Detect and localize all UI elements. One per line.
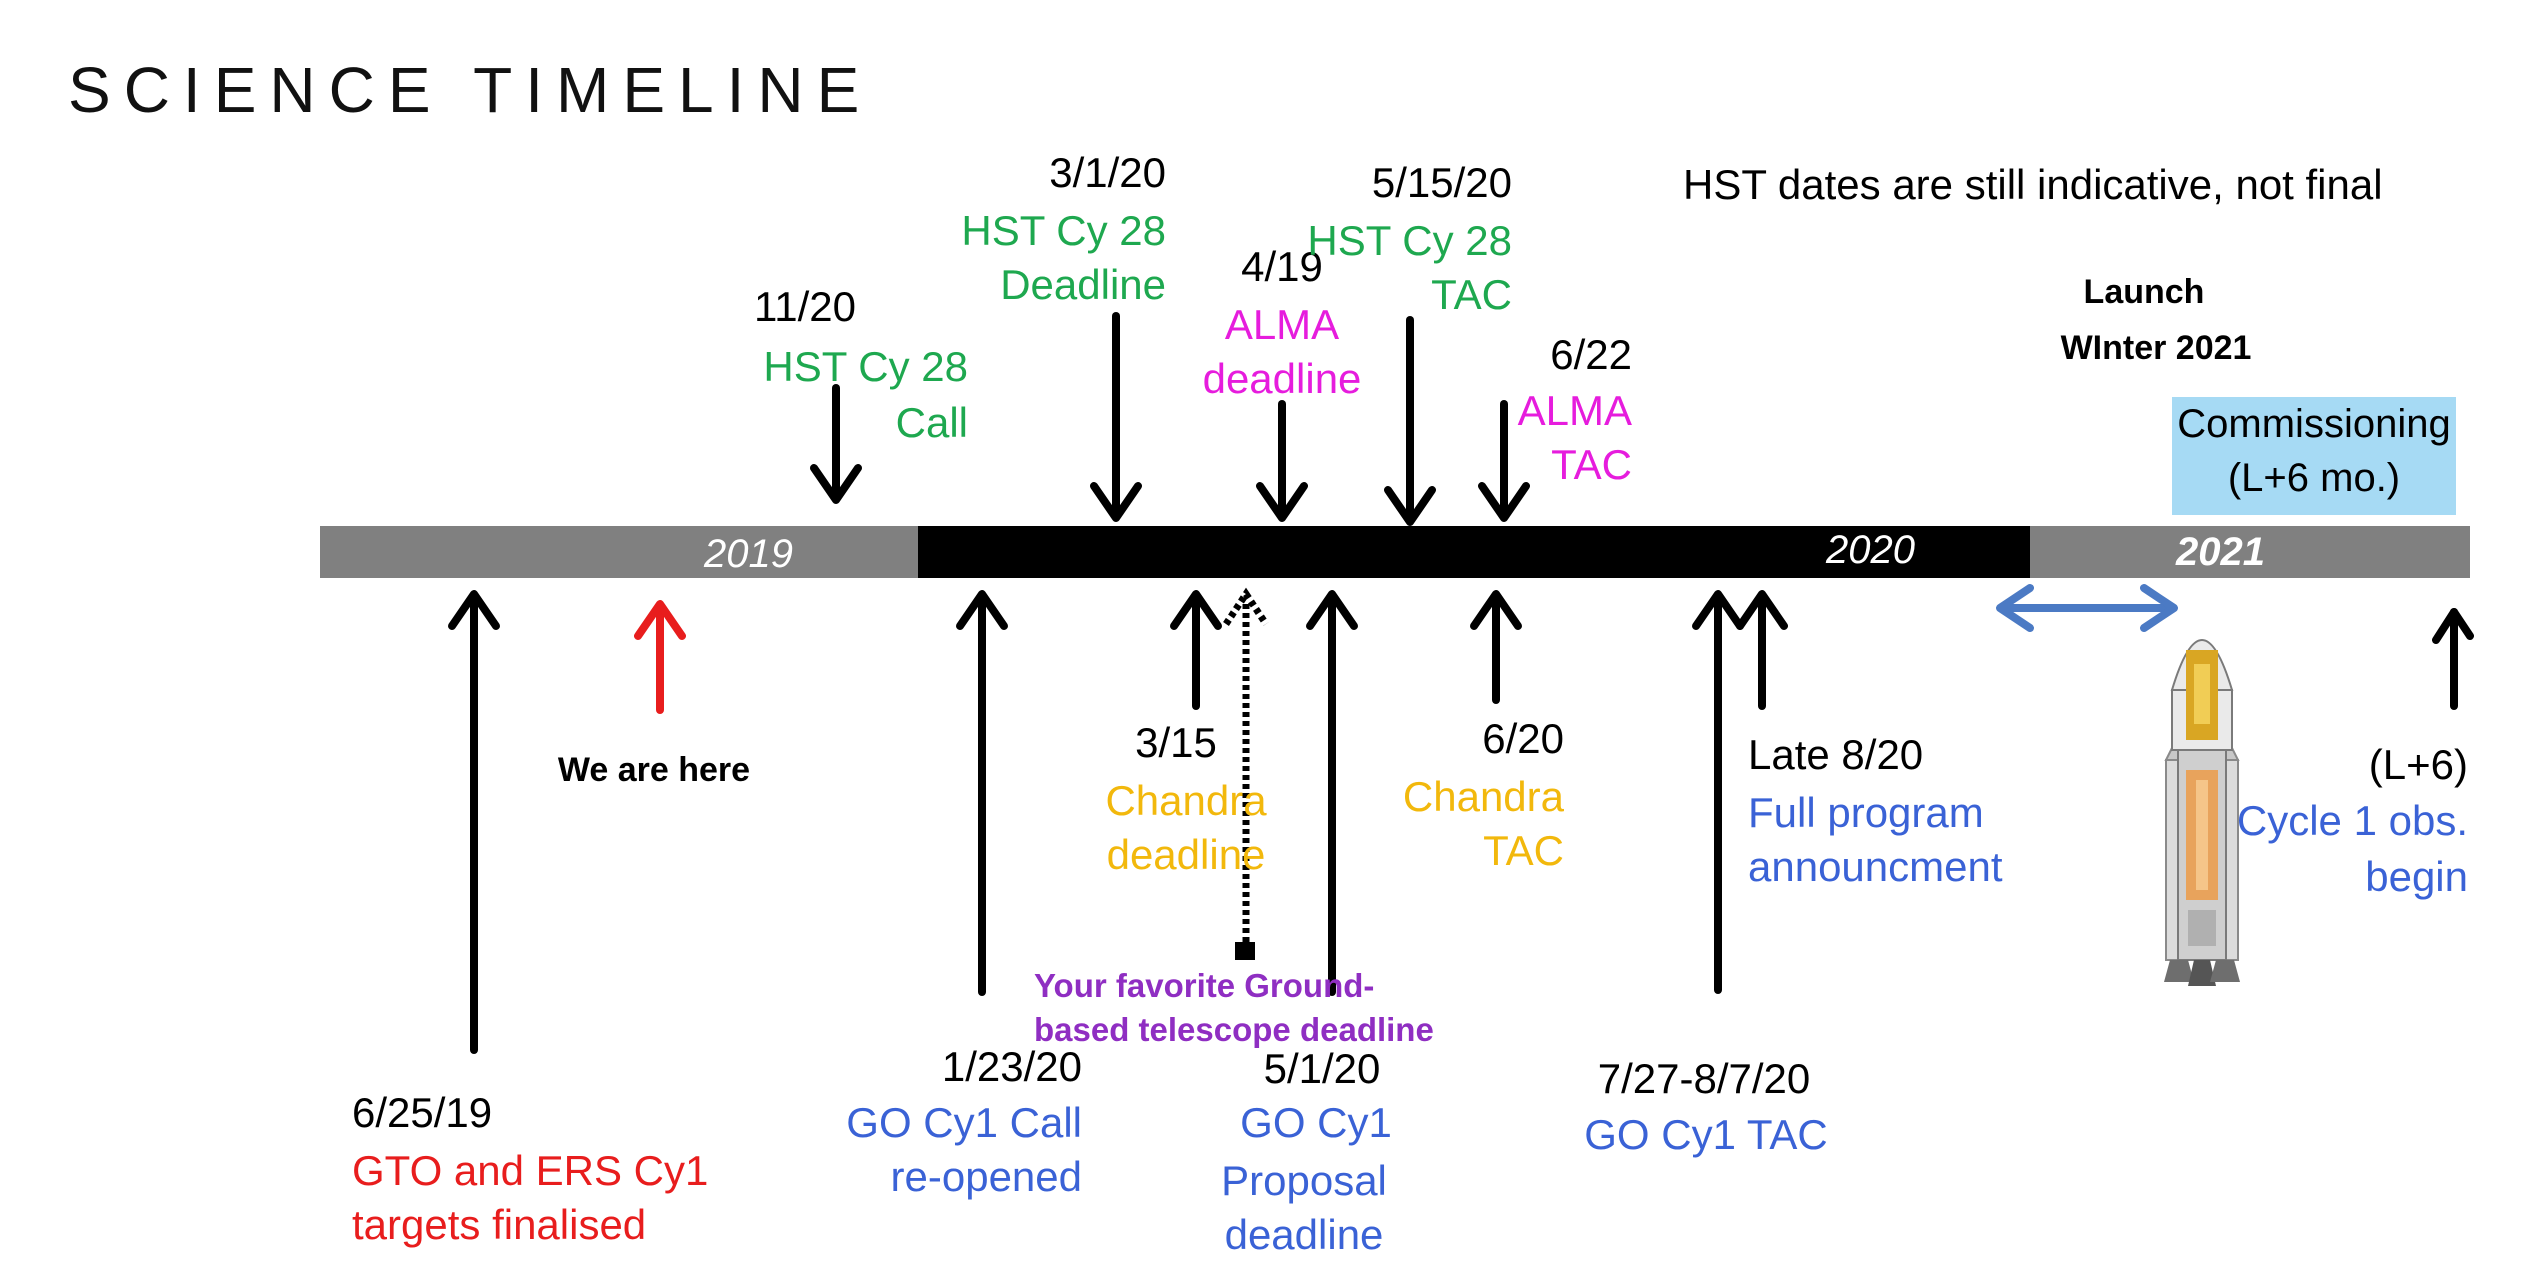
commissioning-box: Commissioning (L+6 mo.) [2172, 397, 2456, 515]
event-gto-line1: GTO and ERS Cy1 [352, 1147, 709, 1194]
event-full-program-line1: Full program [1748, 789, 1984, 836]
arrow-ground-telescope [1223, 587, 1269, 960]
we-are-here-label: We are here [557, 751, 751, 789]
event-alma-deadline-line2: deadline [1202, 355, 1362, 402]
event-hst-tac-date: 5/15/20 [1371, 159, 1512, 206]
arrow-we-are-here [634, 600, 686, 714]
page-title: SCIENCE TIMELINE [68, 54, 873, 126]
arrow-alma-deadline [1256, 400, 1308, 522]
year-label-2020: 2020 [1826, 528, 1915, 572]
event-ground-telescope-line1: Your favorite Ground- [1034, 967, 1375, 1004]
event-chandra-tac-line2: TAC [1483, 827, 1564, 874]
rocket-icon [2164, 639, 2240, 986]
event-alma-tac-line1: ALMA [1517, 387, 1632, 434]
event-cycle1-date: (L+6) [2368, 741, 2468, 788]
event-alma-tac-date: 6/22 [1550, 331, 1632, 378]
arrow-go-tac [1692, 590, 1744, 994]
event-ground-telescope-line2: based telescope deadline [1034, 1011, 1434, 1048]
timeline-bar-2021 [2030, 526, 2470, 578]
event-chandra-deadline-line2: deadline [1106, 831, 1266, 878]
event-chandra-deadline-line1: Chandra [1105, 777, 1267, 824]
arrow-chandra-deadline [1170, 590, 1222, 710]
event-cycle1-line1: Cycle 1 obs. [2236, 797, 2468, 844]
event-hst-tac-line1: HST Cy 28 [1307, 217, 1512, 264]
event-go-call-line2: re-opened [890, 1153, 1082, 1200]
arrow-hst-deadline [1090, 312, 1142, 522]
event-go-tac-date: 7/27-8/7/20 [1597, 1055, 1811, 1102]
event-go-proposal-line2: Proposal [1221, 1157, 1387, 1204]
arrow-full-program [1736, 590, 1788, 710]
event-gto-date: 6/25/19 [352, 1089, 493, 1136]
event-cycle1-line2: begin [2365, 853, 2468, 900]
event-hst-call-line1: HST Cy 28 [763, 343, 968, 390]
event-chandra-tac-line1: Chandra [1402, 773, 1564, 820]
event-go-proposal-line3: deadline [1224, 1211, 1384, 1258]
arrow-go-call-reopened [956, 590, 1008, 996]
event-full-program-date: Late 8/20 [1748, 731, 1924, 778]
event-gto-line2: targets finalised [352, 1201, 647, 1248]
event-alma-tac-line2: TAC [1551, 441, 1632, 488]
event-hst-deadline-line1: HST Cy 28 [961, 207, 1166, 254]
event-chandra-deadline-date: 3/15 [1135, 719, 1217, 766]
event-hst-deadline-date: 3/1/20 [1049, 149, 1166, 196]
commissioning-duration: (L+6 mo.) [2227, 456, 2401, 500]
event-hst-call-line2: Call [895, 399, 968, 446]
event-full-program-line2: announcment [1748, 843, 2003, 890]
event-go-proposal-line1: GO Cy1 [1240, 1099, 1392, 1146]
year-label-2019: 2019 [704, 532, 793, 576]
event-hst-deadline-line2: Deadline [1000, 261, 1166, 308]
commissioning-label: Commissioning [2177, 402, 2451, 446]
timeline-bar-2020 [918, 526, 2030, 578]
year-label-2021: 2021 [2176, 530, 2265, 574]
arrow-hst-call [810, 384, 862, 504]
event-go-call-date: 1/23/20 [941, 1043, 1082, 1090]
event-chandra-tac-date: 6/20 [1482, 715, 1564, 762]
event-go-tac-line1: GO Cy1 TAC [1584, 1111, 1828, 1158]
launch-date: WInter 2021 [2060, 329, 2252, 367]
event-go-call-line1: GO Cy1 Call [846, 1099, 1082, 1146]
arrow-hst-tac [1384, 316, 1436, 526]
launch-label: Launch [2083, 273, 2205, 311]
arrow-chandra-tac [1470, 590, 1522, 704]
event-alma-deadline-line1: ALMA [1224, 301, 1340, 348]
arrow-cycle1-begin [2432, 608, 2474, 710]
timeline-bar-2019 [320, 526, 918, 578]
arrow-gto-ers [448, 590, 500, 1054]
event-go-proposal-date: 5/1/20 [1263, 1045, 1381, 1092]
event-hst-tac-line2: TAC [1431, 271, 1512, 318]
hst-disclaimer-note: HST dates are still indicative, not fina… [1683, 161, 2383, 208]
arrow-go-proposal-deadline [1306, 590, 1358, 996]
event-hst-call-date: 11/20 [754, 283, 856, 330]
event-alma-deadline-date: 4/19 [1241, 243, 1323, 290]
launch-window-double-arrow [1996, 584, 2178, 632]
arrow-alma-tac [1478, 400, 1530, 522]
